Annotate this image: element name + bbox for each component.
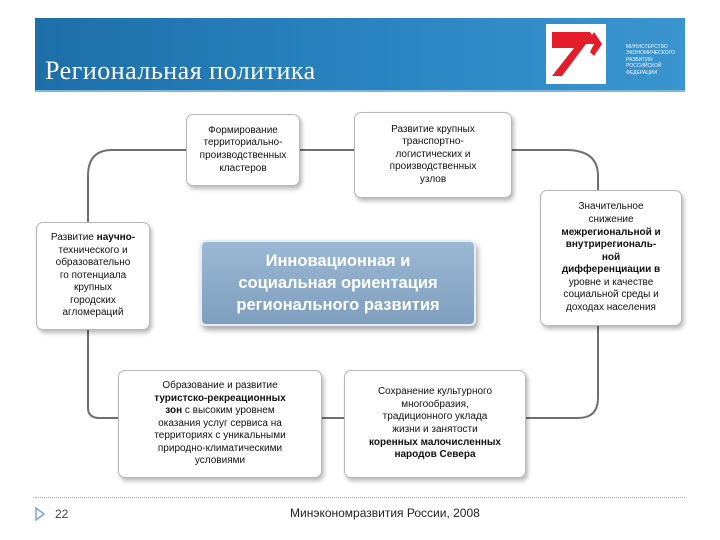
box-text-line: многообразия, xyxy=(401,398,469,410)
box-text-line: Значительное xyxy=(578,201,644,213)
connector-transport-outcome xyxy=(512,149,599,190)
box-science: Развитие научно- технического и образова… xyxy=(36,222,150,330)
ministry-logo xyxy=(546,24,606,84)
header-underline xyxy=(35,90,685,92)
logo-text-line: российской xyxy=(626,63,662,70)
box-text-line: го потенциала xyxy=(59,269,127,281)
page-number: 22 xyxy=(55,507,69,521)
connector-clusters-science xyxy=(87,149,186,222)
logo-text-line: развития xyxy=(626,56,653,63)
box-text-line: условиями xyxy=(194,455,246,467)
box-text-line: образовательно xyxy=(55,257,131,269)
box-text-line: с высоким уровнем xyxy=(182,405,275,417)
box-text-line: Образование и развитие xyxy=(162,379,278,391)
box-text-line: оказания услуг сервиса на xyxy=(158,417,282,429)
box-text-line: жизни и занятости xyxy=(392,424,478,435)
box-text-line: узлов xyxy=(419,173,447,185)
box-text-line: доходах населения xyxy=(566,302,656,314)
box-text-line: социальной среды и xyxy=(563,289,659,301)
box-text-line: крупных xyxy=(74,282,112,294)
center-text-line: социальная ориентация xyxy=(238,274,438,292)
logo-text-line: министерство xyxy=(626,44,668,50)
box-text-bold: народов Севера xyxy=(394,449,476,461)
center-text-line: регионального развития xyxy=(236,296,440,314)
box-text-line: производственных xyxy=(389,161,477,173)
box-text-line: территориально- xyxy=(203,137,283,149)
box-text-line: территориях с уникальными xyxy=(154,430,286,442)
central-goal-box: Инновационная и социальная ориентация ре… xyxy=(200,240,476,326)
connector-culture-outcome xyxy=(526,326,599,419)
box-text-line: городских xyxy=(70,294,116,306)
box-text-line: агломераций xyxy=(62,307,124,319)
box-text-bold: зон xyxy=(165,405,183,417)
box-text-line: Сохранение культурного xyxy=(377,386,493,398)
box-text-line: уровне и качестве xyxy=(568,276,654,288)
box-text-line: снижение xyxy=(588,213,634,225)
logo-text-line: экономического xyxy=(626,50,675,57)
footer-divider xyxy=(35,497,685,498)
box-text-line: производственных xyxy=(199,150,287,161)
box-text-bold: научно- xyxy=(96,231,136,243)
box-text-line: Развитие xyxy=(50,231,97,243)
ministry-logo-text: министерство экономического развития рос… xyxy=(626,44,684,76)
box-text-line: технического и xyxy=(58,244,128,256)
box-transport: Развитие крупных транспортно- логистичес… xyxy=(354,112,512,198)
logo-arrow-icon xyxy=(552,32,602,76)
box-clusters: Формирование территориально- производств… xyxy=(186,114,300,186)
box-text-bold: туристско-рекреационных xyxy=(154,392,286,404)
box-text-line: логистических и xyxy=(395,148,471,160)
box-text-line: транспортно- xyxy=(402,136,464,148)
box-text-bold: межрегиональной и xyxy=(561,226,661,238)
page-title: Региональная политика xyxy=(45,56,316,85)
connector-science-tourism xyxy=(87,330,118,419)
box-outcome: Значительное снижение межрегиональной и … xyxy=(540,190,682,326)
box-text-bold: внутрирегиональ- xyxy=(565,239,657,251)
logo-text-line: федерации xyxy=(626,69,658,76)
box-culture: Сохранение культурного многообразия, тра… xyxy=(344,370,526,478)
box-text-bold: коренных малочисленных xyxy=(369,436,501,448)
box-text-bold: дифференциации в xyxy=(561,264,661,276)
box-text-line: природно-климатическими xyxy=(157,442,283,454)
footer-source: Минэкономразвития России, 2008 xyxy=(290,506,480,520)
center-text-line: Инновационная и xyxy=(265,252,411,270)
box-tourism: Образование и развитие туристско-рекреац… xyxy=(118,370,322,478)
bullet-marker-icon xyxy=(35,507,46,521)
box-text-line: Развитие крупных xyxy=(391,123,475,135)
box-text-line: Формирование xyxy=(208,124,278,136)
box-text-bold: ной xyxy=(601,251,621,263)
box-text-line: кластеров xyxy=(219,162,267,174)
box-text-line: традиционного уклада xyxy=(382,411,488,423)
